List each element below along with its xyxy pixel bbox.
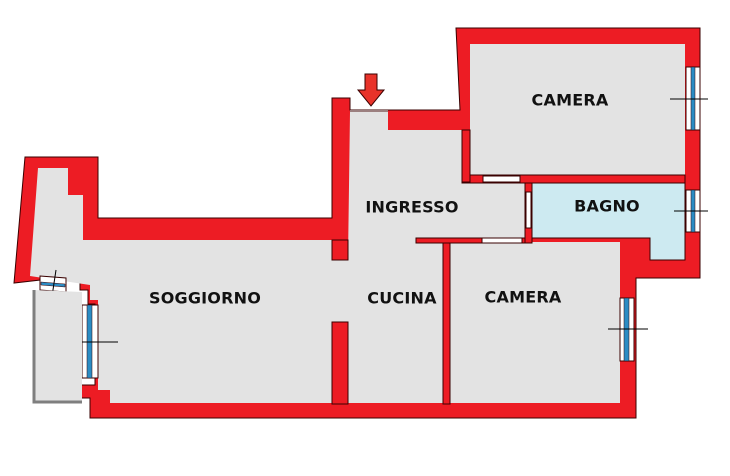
room-label-camera-bottom: CAMERA	[484, 287, 562, 307]
room-label-camera-top: CAMERA	[531, 90, 609, 110]
door-camera-bottom	[481, 237, 523, 244]
floor-camera-top	[470, 44, 685, 175]
door-camera-top	[482, 175, 521, 183]
room-label-soggiorno: SOGGIORNO	[148, 288, 262, 308]
floor-soggiorno	[30, 168, 332, 403]
wall-cucina-camera	[442, 241, 451, 405]
window-bagno	[674, 189, 708, 233]
floor-ingresso-cucina	[332, 112, 525, 403]
window-soggiorno	[65, 304, 118, 379]
wall-ingresso-right	[461, 129, 471, 183]
door-bagno	[525, 191, 532, 229]
floor-camera-bottom	[450, 242, 620, 403]
window-camera-bottom	[608, 297, 648, 362]
wall-stub-upper	[331, 239, 349, 261]
entrance-arrow-icon	[356, 73, 386, 107]
room-label-bagno: BAGNO	[574, 196, 640, 216]
wall-stub-lower	[331, 321, 349, 405]
room-label-ingresso: INGRESSO	[365, 197, 459, 217]
window-camera-top	[670, 66, 708, 131]
balcony	[32, 290, 82, 404]
walls	[13, 27, 701, 419]
room-label-cucina: CUCINA	[367, 288, 437, 308]
